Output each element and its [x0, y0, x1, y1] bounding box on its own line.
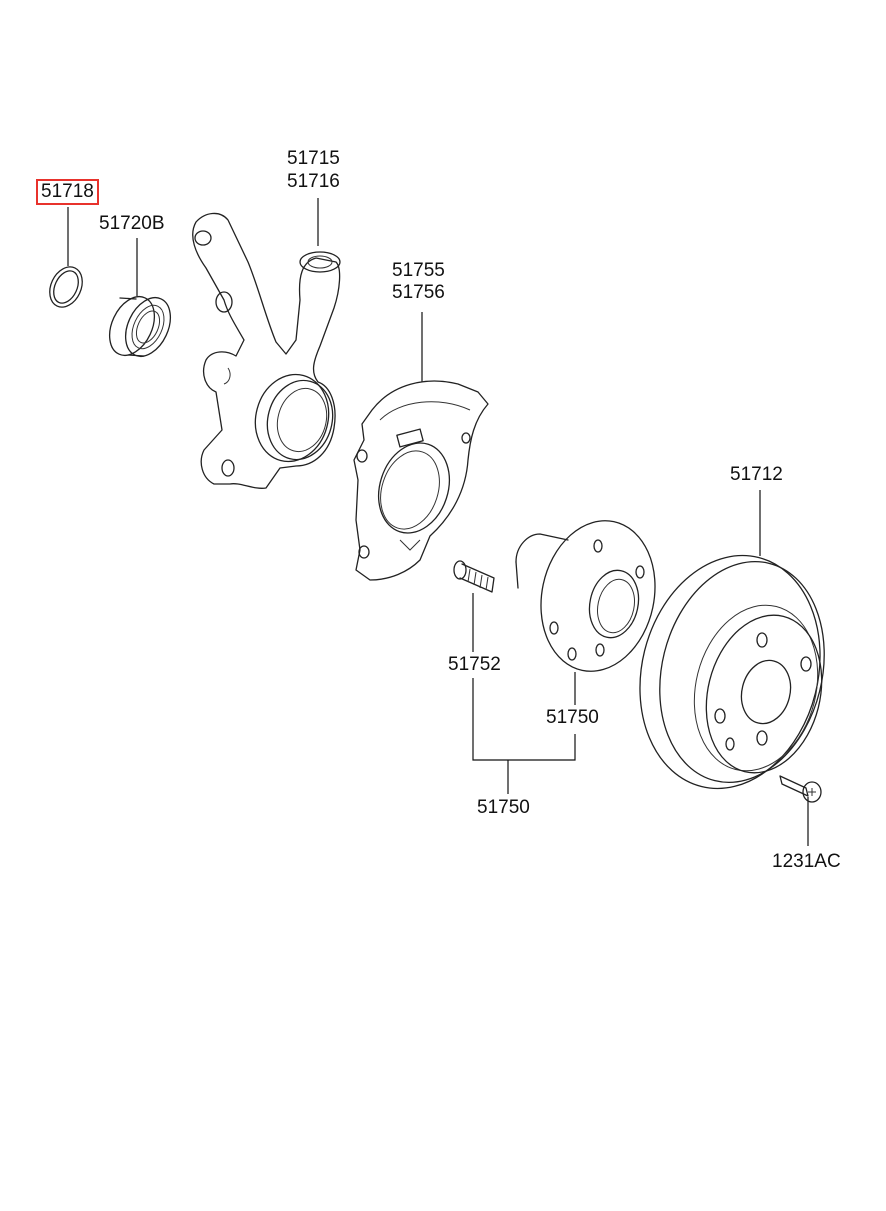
part-number-51750-hub[interactable]: 51750: [546, 707, 599, 728]
part-number-51712[interactable]: 51712: [730, 464, 783, 485]
screw-part: [779, 775, 822, 803]
leader-lines: [67, 198, 809, 846]
part-number-51752[interactable]: 51752: [448, 654, 501, 675]
dust-cover-part: [353, 380, 489, 581]
knuckle-part: [192, 212, 341, 489]
part-number-51720b[interactable]: 51720B: [99, 213, 165, 234]
part-number-1231ac[interactable]: 1231AC: [772, 851, 841, 872]
hub-part: [515, 520, 656, 672]
part-number-51750-assy[interactable]: 51750: [477, 797, 530, 818]
hub-bolt-part: [453, 560, 495, 593]
brake-disc-part: [639, 554, 825, 790]
part-number-51755[interactable]: 51755: [392, 260, 445, 281]
bearing-part: [108, 296, 172, 357]
snap-ring-part: [49, 266, 83, 308]
part-number-51718[interactable]: 51718: [36, 179, 99, 205]
part-number-51715[interactable]: 51715: [287, 148, 340, 169]
part-number-51716[interactable]: 51716: [287, 171, 340, 192]
part-number-51756[interactable]: 51756: [392, 282, 445, 303]
